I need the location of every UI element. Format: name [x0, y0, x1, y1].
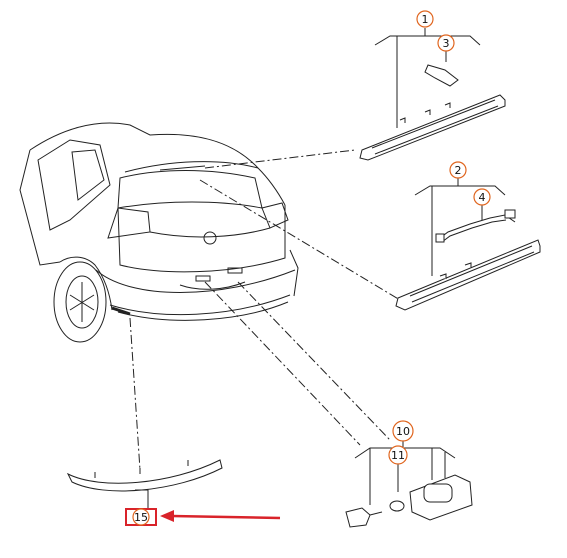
part-1-assembly — [359, 28, 506, 161]
part-2-assembly — [395, 178, 541, 311]
svg-text:1: 1 — [422, 13, 429, 26]
highlight-arrow — [160, 510, 281, 522]
svg-text:10: 10 — [396, 425, 410, 438]
part-3-connector — [424, 50, 459, 87]
callout-3[interactable]: 3 — [437, 34, 455, 52]
callout-10[interactable]: 10 — [392, 420, 414, 442]
callout-11[interactable]: 11 — [388, 445, 408, 465]
callout-1[interactable]: 1 — [416, 10, 434, 28]
vehicle-rear-illustration — [19, 122, 299, 343]
callout-4[interactable]: 4 — [473, 188, 491, 206]
svg-text:11: 11 — [391, 449, 405, 462]
callout-2[interactable]: 2 — [449, 161, 467, 179]
part-10-assembly — [345, 440, 473, 528]
svg-text:4: 4 — [479, 191, 486, 204]
svg-text:15: 15 — [134, 511, 148, 524]
svg-text:2: 2 — [455, 164, 462, 177]
callout-15-highlighted[interactable]: 15 — [125, 508, 157, 526]
part-11-bulb — [389, 462, 405, 512]
connector-lines — [129, 149, 401, 471]
svg-text:3: 3 — [443, 37, 450, 50]
part-4-wiring-harness — [435, 205, 516, 243]
part-15-reflector — [66, 459, 223, 508]
